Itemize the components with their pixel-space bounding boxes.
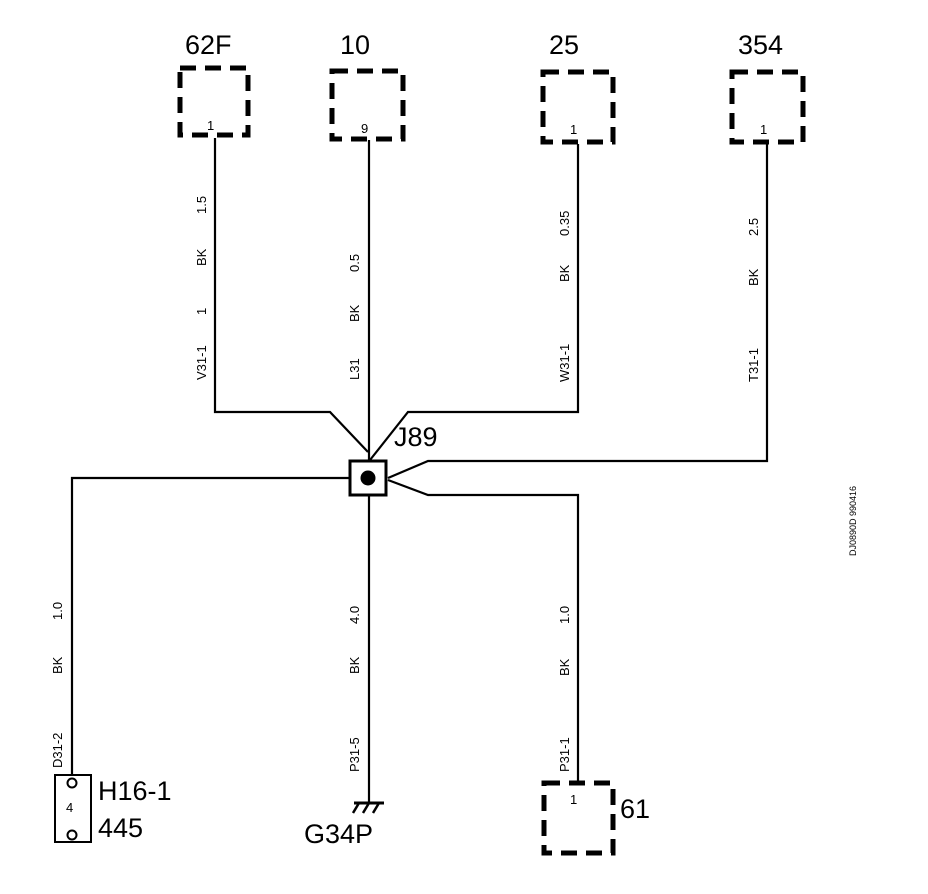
wire-size-label: 0.5: [347, 254, 362, 272]
connector-25: 25 1: [540, 30, 616, 145]
wire-id-label: T31-1: [746, 348, 761, 382]
wire-id-label: V31-1: [194, 345, 209, 380]
wire-V31-1: [213, 138, 369, 453]
wire-id-label: P31-5: [347, 737, 362, 772]
wire-D31-2: [70, 476, 350, 775]
wire-size-label: 1.0: [50, 602, 65, 620]
wire-size-label: 2.5: [746, 218, 761, 236]
connector-box: [540, 69, 616, 145]
connector-label: 10: [340, 30, 370, 60]
wire-color-label: BK: [347, 656, 362, 674]
wire-color-label: BK: [347, 304, 362, 322]
wire-circuit-label: 1: [194, 308, 209, 315]
wire-P31-1: [387, 478, 580, 782]
connector-10: 10 9: [329, 30, 406, 142]
connector-box: [329, 68, 406, 142]
wire-size-label: 1.5: [194, 196, 209, 214]
wire-color-label: BK: [557, 658, 572, 676]
connector-box: [729, 69, 806, 145]
wire-size-label: 0.35: [557, 211, 572, 236]
connector-label: H16-1: [98, 776, 172, 806]
connector-box: [177, 65, 251, 138]
wire-id-label: L31: [347, 358, 362, 380]
pin-label: 1: [760, 122, 767, 137]
wire-color-label: BK: [194, 248, 209, 266]
ground-G34P: G34P: [304, 801, 384, 849]
wire-color-label: BK: [50, 656, 65, 674]
pin-label: 9: [361, 121, 368, 136]
wire-id-label: W31-1: [557, 344, 572, 382]
connector-label: 354: [738, 30, 783, 60]
connector-number: 445: [98, 813, 143, 843]
wire-size-label: 4.0: [347, 606, 362, 624]
terminal-top: [66, 777, 78, 789]
pin-label: 4: [66, 800, 73, 815]
wire-size-label: 1.0: [557, 606, 572, 624]
connector-label: 62F: [185, 30, 232, 60]
pin-label: 1: [570, 122, 577, 137]
pin-label: 1: [207, 118, 214, 133]
wire-color-label: BK: [746, 268, 761, 286]
ground-tick: [351, 802, 361, 814]
wire-color-label: BK: [557, 264, 572, 282]
drawing-reference: DJ0890D 990416: [848, 486, 858, 556]
wire-id-label: P31-1: [557, 737, 572, 772]
connector-box: [541, 780, 616, 856]
splice-label: J89: [394, 422, 438, 452]
ground-tick: [361, 802, 371, 814]
connector-61: 1 61: [541, 780, 650, 856]
pin-label: 1: [570, 792, 577, 807]
terminal-bottom: [66, 829, 78, 841]
splice-dot: [360, 470, 376, 486]
connector-354: 354 1: [729, 30, 806, 145]
wire-T31-1: [387, 144, 769, 480]
wire-W31-1: [369, 144, 580, 461]
ground-tick: [371, 802, 381, 814]
ground-label: G34P: [304, 819, 373, 849]
connector-label: 61: [620, 794, 650, 824]
connector-62F: 62F 1: [177, 30, 251, 138]
wires: [70, 138, 769, 802]
connector-label: 25: [549, 30, 579, 60]
splice-J89: J89: [348, 422, 438, 497]
wire-id-label: D31-2: [50, 733, 65, 768]
connector-H16-1: 4 H16-1 445: [54, 774, 172, 843]
